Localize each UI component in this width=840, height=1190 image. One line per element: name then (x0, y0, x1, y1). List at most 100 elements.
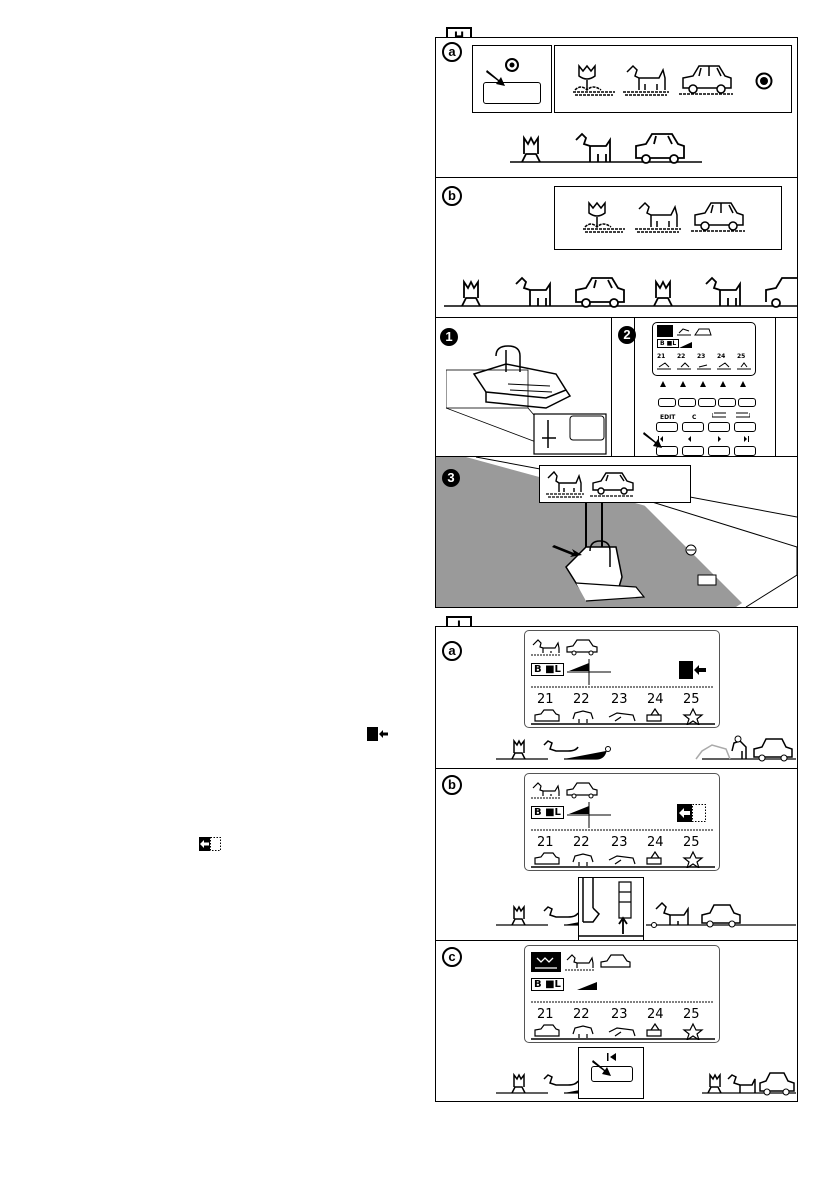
tulip-icon (583, 201, 625, 233)
step-2-label: 2 (618, 326, 636, 344)
arrow-right-filled-icon (367, 727, 389, 741)
insert-button[interactable] (734, 422, 756, 432)
section-h-panel-a: a (435, 37, 798, 179)
stitch-preview (539, 465, 691, 503)
key-3[interactable] (698, 398, 716, 407)
key-1[interactable] (658, 398, 676, 407)
lcd-num-22: 22 (573, 835, 590, 850)
lcd-num-23: 23 (611, 835, 628, 850)
section-h-step-2: 2 B ■L 21 22 23 24 25 EDIT C (611, 317, 798, 458)
section-i-panel-c: c B ■L 21 22 23 24 25 (435, 940, 798, 1102)
car-icon (590, 472, 634, 497)
sewn-result-a (496, 735, 796, 762)
record-button-frame (472, 45, 552, 113)
separator (531, 829, 713, 831)
car-icon (679, 65, 733, 95)
separator (531, 686, 713, 688)
edit-button[interactable] (656, 422, 678, 432)
sewn-result-b (496, 901, 796, 928)
tulip-icon (573, 64, 615, 96)
c-label: C (692, 414, 697, 421)
press-arrow-icon (486, 70, 505, 86)
edit-label: EDIT (660, 414, 676, 421)
sub-label-b: b (442, 186, 462, 206)
arrow-right-filled-icon (679, 661, 706, 679)
clear-button[interactable] (682, 422, 704, 432)
mini-stitch-icons (657, 362, 751, 370)
sub-label-b: b (442, 775, 462, 795)
mini-lcd: B ■L 21 22 23 24 25 (652, 322, 756, 376)
mini-num-21: 21 (657, 353, 666, 360)
lcd-num-21: 21 (537, 835, 554, 850)
dog-icon (635, 201, 681, 233)
delete-button[interactable] (708, 422, 730, 432)
lcd-display-c: B ■L 21 22 23 24 25 (524, 945, 720, 1043)
end-button[interactable] (734, 446, 756, 456)
width-icon (577, 982, 597, 990)
reverse-lever-illustration (579, 878, 643, 937)
mini-num-24: 24 (717, 353, 726, 360)
pattern-icons-21-25 (531, 1022, 715, 1040)
lcd-num-22: 22 (573, 1007, 590, 1022)
sub-label-c: c (442, 947, 462, 967)
press-arrow-icon (592, 1060, 611, 1076)
mode-label: B ■L (531, 663, 564, 676)
mini-mode-label: B ■L (657, 339, 680, 348)
record-button[interactable] (483, 82, 541, 104)
lcd-num-25: 25 (683, 835, 700, 850)
program-icons (531, 639, 598, 656)
insert-icon (736, 412, 750, 418)
mini-pattern-icons (657, 325, 712, 337)
width-length-icon (567, 659, 611, 685)
lcd-num-25: 25 (683, 692, 700, 707)
cursor-icons (658, 436, 749, 442)
width-icon (679, 342, 692, 348)
restart-button[interactable] (656, 446, 678, 456)
program-icons (531, 782, 598, 799)
section-h-step-3: 3 (435, 456, 798, 608)
arrow-right-outline-icon (199, 837, 221, 851)
sewn-pattern-repeat-row (444, 276, 797, 308)
keypad-housing (634, 318, 776, 457)
mini-num-23: 23 (697, 353, 706, 360)
width-length-icon (567, 802, 611, 828)
delete-icon (712, 412, 726, 418)
key-5[interactable] (738, 398, 756, 407)
pattern-icons-21-25 (531, 707, 715, 725)
mini-num-22: 22 (677, 353, 686, 360)
presser-foot-illustration (446, 345, 607, 455)
mode-label: B ■L (531, 806, 564, 819)
step-3-label: 3 (442, 469, 460, 487)
lcd-display-b: B ■L 21 22 23 24 25 (524, 773, 720, 871)
pattern-display-b (554, 186, 782, 250)
cursor-left-button[interactable] (682, 446, 704, 456)
arrow-right-outline-icon (677, 804, 706, 822)
lcd-num-21: 21 (537, 1007, 554, 1022)
restart-button[interactable] (591, 1066, 633, 1082)
dog-icon (546, 470, 584, 498)
press-arrow-icon (643, 432, 662, 448)
lcd-display-a: B ■L 21 22 23 24 25 (524, 630, 720, 728)
section-h-step-1: 1 (435, 317, 614, 458)
sub-label-a: a (442, 641, 462, 661)
pattern-icons-21-25 (531, 850, 715, 868)
cursor-right-button[interactable] (708, 446, 730, 456)
sewn-result-c (496, 1072, 796, 1096)
section-h-panel-b: b (435, 177, 798, 319)
pattern-select-arrows (660, 381, 746, 387)
lcd-num-24: 24 (647, 835, 664, 850)
lcd-num-24: 24 (647, 1007, 664, 1022)
sewn-pattern-row (510, 132, 702, 164)
pattern-display (554, 45, 792, 113)
lcd-num-24: 24 (647, 692, 664, 707)
section-i-panel-a: a B ■L 21 22 23 24 25 (435, 626, 798, 771)
sub-label-a: a (442, 42, 462, 62)
record-icon (505, 58, 519, 72)
lcd-num-22: 22 (573, 692, 590, 707)
key-4[interactable] (718, 398, 736, 407)
lcd-num-23: 23 (611, 1007, 628, 1022)
reverse-lever-inset (578, 877, 644, 941)
key-2[interactable] (678, 398, 696, 407)
fabric-under-foot (436, 457, 797, 607)
section-i-panel-b: b B ■L 21 22 23 24 25 (435, 768, 798, 942)
